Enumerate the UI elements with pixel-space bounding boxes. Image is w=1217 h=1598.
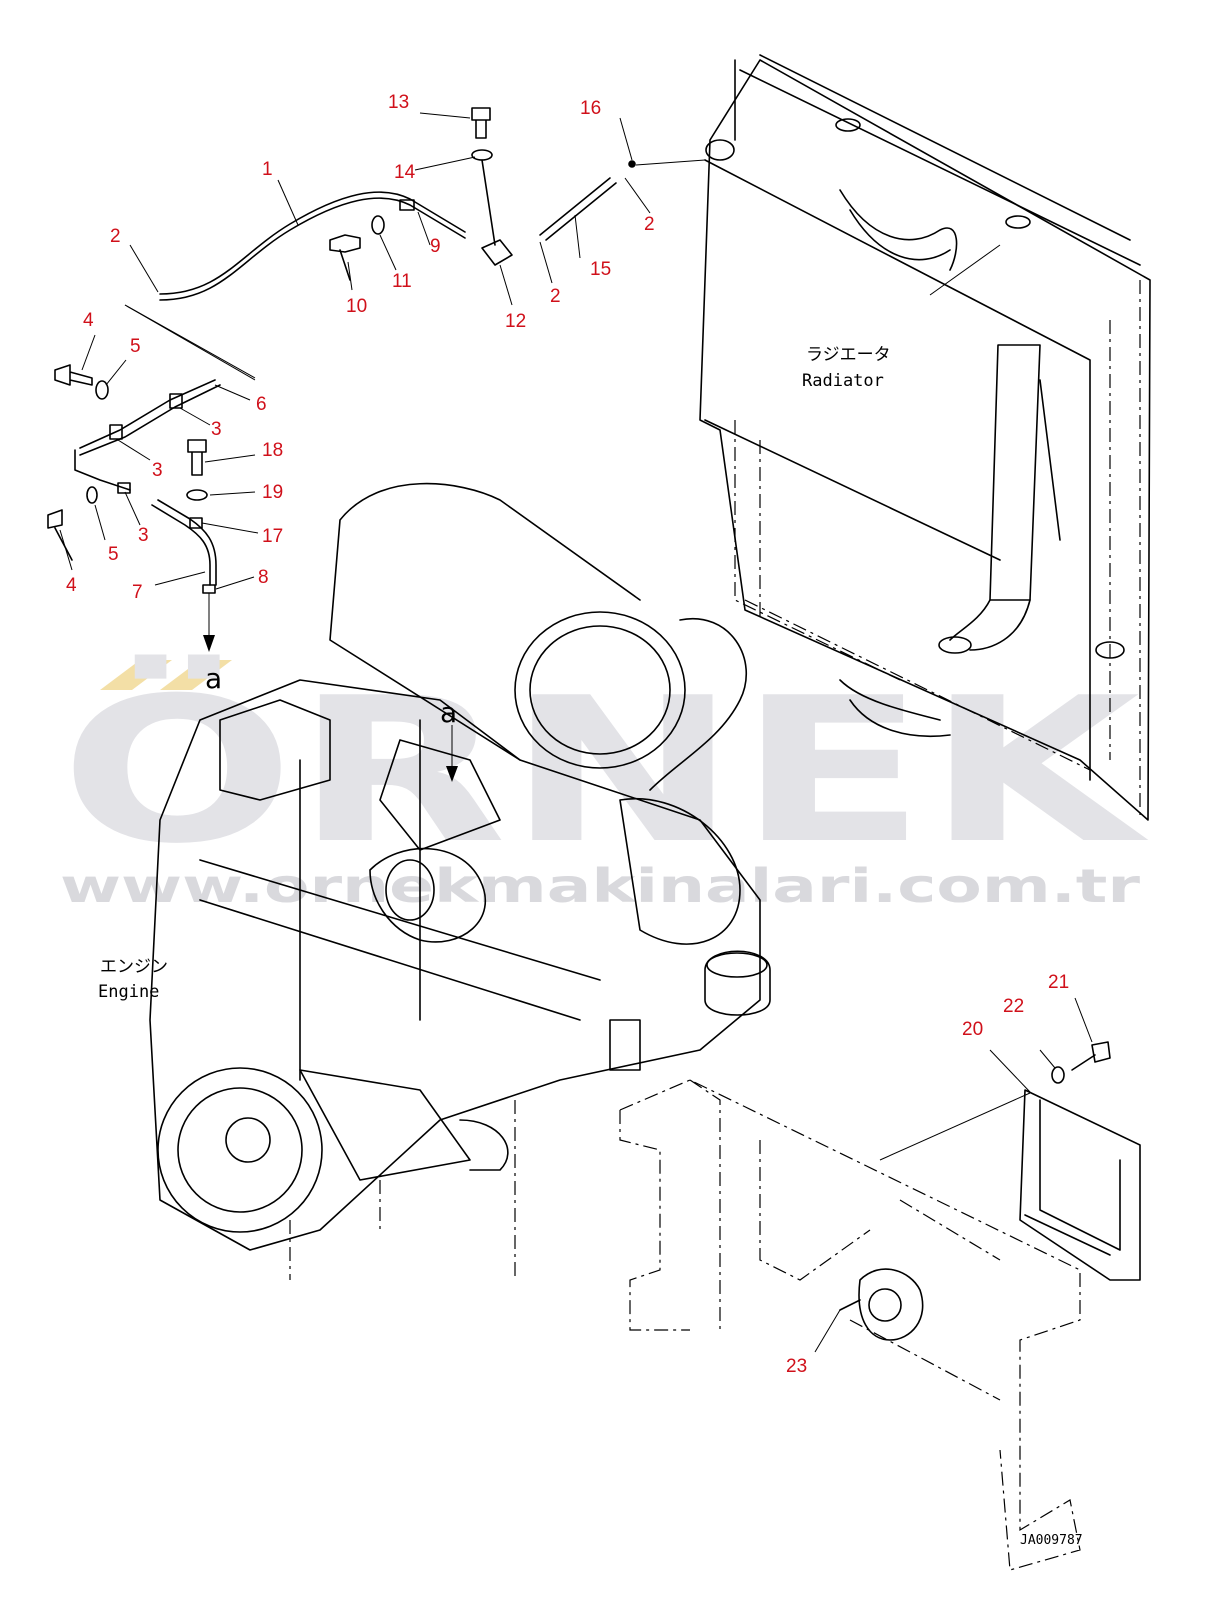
callout-20: 20: [962, 1019, 983, 1040]
callout-18: 18: [262, 440, 283, 461]
callout-10: 10: [346, 296, 367, 317]
callout-2: 2: [550, 286, 561, 307]
part-15-pipe: [539, 177, 617, 241]
part-5-washer-upper: [95, 380, 109, 400]
part-1-hose: [159, 197, 466, 301]
engine-hidden-lines: [289, 1100, 516, 1280]
part-4-bolt-upper: [54, 364, 93, 386]
part-3-clamp-c: [117, 482, 131, 494]
engine-turbo: [619, 797, 741, 945]
part-12-clip: [481, 239, 513, 266]
radiator-upper-hose: [839, 189, 958, 271]
engine-exhaust-pipe: [649, 617, 748, 791]
engine-dpf-canister: [514, 611, 686, 769]
watermark-accent-mark-2: [160, 660, 232, 690]
part-13-bolt: [471, 107, 491, 139]
callout-5: 5: [130, 336, 141, 357]
callout-3: 3: [152, 460, 163, 481]
callout-17: 17: [262, 526, 283, 547]
frame-assembly: [619, 1079, 1081, 1571]
radiator-surge-tank: [989, 344, 1041, 601]
leader-lines: [59, 112, 1093, 1353]
engine-dpf-body: [329, 482, 641, 761]
frame-solid-parts: [839, 1268, 924, 1341]
callout-15: 15: [590, 259, 611, 280]
callout-11: 11: [392, 271, 412, 292]
part-11-washer: [371, 215, 385, 235]
part-5-washer-lower: [86, 486, 98, 504]
part-18-bolt: [187, 439, 207, 476]
reference-arrows: [203, 593, 458, 782]
callout-numbers: 1 2 2 2 3 3 3 4 4 5 5 6 7 8 9 10 11 12 1…: [66, 92, 1069, 1377]
radiator-core: [704, 159, 1091, 781]
callout-13: 13: [388, 92, 409, 113]
reference-a-top: a: [205, 662, 222, 695]
part-21-bolt: [1071, 1041, 1111, 1071]
engine-flywheel: [157, 1067, 323, 1233]
text-labels: ラジエータ Radiator エンジン Engine a a JA009787: [98, 345, 1083, 1548]
part-14-washer: [471, 149, 493, 161]
radiator-label-jp: ラジエータ: [806, 345, 891, 365]
callout-4: 4: [83, 310, 94, 331]
radiator-assembly: [699, 54, 1151, 821]
engine-mount-pad: [704, 950, 771, 1016]
arrow-down-icon: [446, 766, 458, 782]
part-23-pump: [858, 1268, 924, 1341]
part-3-clamp-a: [169, 393, 183, 409]
part-4-bolt-lower: [47, 509, 73, 561]
reference-a-engine: a: [440, 696, 457, 729]
part-16-plug: [628, 160, 636, 168]
callout-5: 5: [108, 544, 119, 565]
part-10-bolt: [329, 234, 361, 281]
callout-21: 21: [1048, 972, 1069, 993]
callout-14: 14: [394, 162, 416, 183]
watermark-accent-mark-1: [100, 660, 172, 690]
radiator-lower-hose: [839, 679, 951, 738]
radiator-outline: [699, 59, 1151, 821]
radiator-hidden-lines: [734, 280, 1141, 820]
callout-16: 16: [580, 98, 601, 119]
part-9-fitting: [399, 199, 415, 211]
part-3-clamp-b: [109, 424, 123, 440]
callout-12: 12: [505, 311, 526, 332]
callout-2: 2: [110, 226, 121, 247]
callout-22: 22: [1003, 996, 1024, 1017]
callout-7: 7: [132, 582, 143, 603]
watermark-brand: ÖRNEK: [60, 654, 1150, 888]
callout-3: 3: [138, 525, 149, 546]
callout-4: 4: [66, 575, 77, 596]
engine-label-jp: エンジン: [100, 957, 168, 977]
arrow-down-icon: [203, 635, 215, 652]
part-7-pipe: [151, 499, 217, 586]
callout-6: 6: [256, 394, 267, 415]
drawing-code: JA009787: [1020, 1533, 1083, 1548]
callout-1: 1: [262, 159, 273, 180]
watermark-url: www.ornekmakinalari.com.tr: [60, 859, 1140, 913]
part-20-bracket: [1019, 1089, 1141, 1281]
part-6-pipe: [74, 379, 221, 491]
callout-3: 3: [211, 419, 222, 440]
callout-19: 19: [262, 482, 283, 503]
callout-8: 8: [258, 567, 269, 588]
callout-23: 23: [786, 1356, 807, 1377]
callout-9: 9: [430, 236, 441, 257]
watermark: ÖRNEK www.ornekmakinalari.com.tr: [60, 654, 1150, 913]
radiator-lower-pipe: [949, 599, 1031, 651]
part-22-washer: [1051, 1066, 1065, 1084]
engine-assembly: [149, 482, 771, 1251]
part-19-washer: [186, 489, 208, 501]
engine-label-en: Engine: [98, 982, 159, 1002]
frame-outline: [619, 1079, 1081, 1571]
radiator-lower-outlet: [938, 636, 972, 654]
callout-2: 2: [644, 214, 655, 235]
small-parts: [47, 107, 1111, 1084]
radiator-label-en: Radiator: [802, 371, 884, 391]
part-8-fitting: [202, 584, 216, 594]
